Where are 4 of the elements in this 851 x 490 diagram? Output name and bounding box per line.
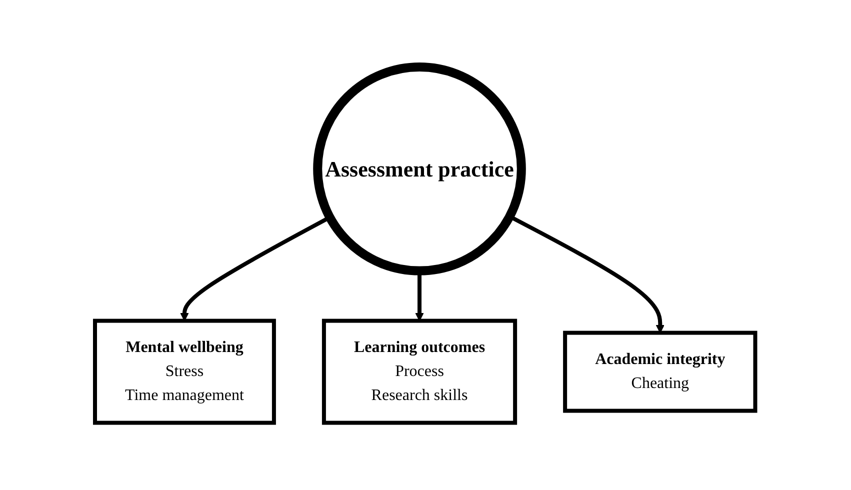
node-circle: Assessment practice xyxy=(313,62,526,276)
node-box: Academic integrity Cheating xyxy=(563,330,758,413)
node-box: Mental wellbeing Stress Time management xyxy=(93,318,276,425)
node-box: Learning outcomes Process Research skills xyxy=(322,318,518,425)
